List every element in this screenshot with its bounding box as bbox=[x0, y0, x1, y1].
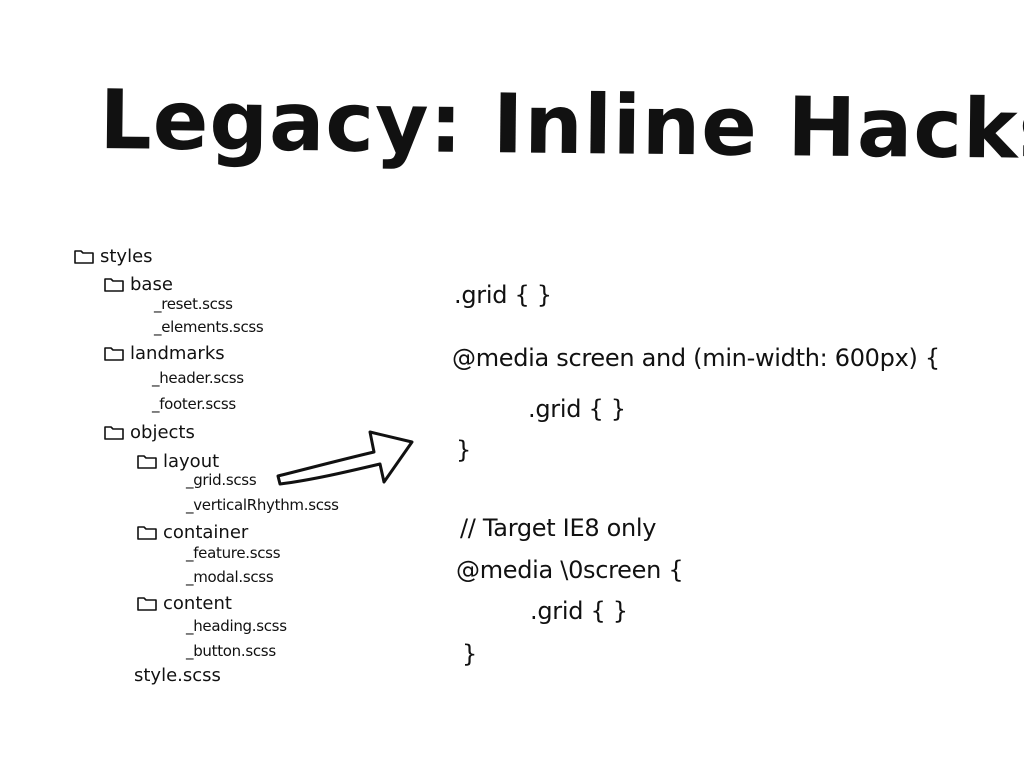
folder-content: content bbox=[137, 593, 232, 614]
file-footer: _footer.scss bbox=[152, 395, 236, 413]
file-tree: styles base _reset.scss _elements.scss l… bbox=[0, 0, 420, 700]
file-vertical-rhythm: _verticalRhythm.scss bbox=[186, 496, 339, 514]
file-grid: _grid.scss bbox=[186, 471, 257, 489]
folder-base: base bbox=[104, 274, 173, 295]
folder-label: base bbox=[130, 274, 173, 295]
file-style: style.scss bbox=[134, 665, 221, 686]
file-elements: _elements.scss bbox=[154, 318, 264, 336]
folder-icon bbox=[137, 525, 157, 540]
folder-label: container bbox=[163, 522, 249, 543]
folder-label: objects bbox=[130, 422, 195, 443]
folder-icon bbox=[104, 277, 124, 292]
folder-label: styles bbox=[100, 246, 153, 267]
code-line: @media \0screen { bbox=[456, 556, 684, 584]
file-header: _header.scss bbox=[152, 369, 244, 387]
code-comment: // Target IE8 only bbox=[460, 514, 657, 542]
folder-icon bbox=[137, 596, 157, 611]
folder-label: landmarks bbox=[130, 343, 225, 364]
file-reset: _reset.scss bbox=[154, 295, 233, 313]
file-button: _button.scss bbox=[186, 642, 276, 660]
code-line: @media screen and (min-width: 600px) { bbox=[452, 344, 940, 372]
file-heading: _heading.scss bbox=[186, 617, 287, 635]
folder-container: container bbox=[137, 522, 248, 543]
folder-styles: styles bbox=[74, 246, 153, 267]
folder-icon bbox=[137, 454, 157, 469]
file-feature: _feature.scss bbox=[186, 544, 281, 562]
folder-landmarks: landmarks bbox=[104, 343, 225, 364]
file-modal: _modal.scss bbox=[186, 568, 274, 586]
arrow-icon bbox=[276, 430, 414, 486]
code-line: } bbox=[456, 436, 471, 464]
folder-icon bbox=[74, 249, 94, 264]
code-line: .grid { } bbox=[528, 395, 626, 423]
folder-label: content bbox=[163, 593, 232, 614]
folder-objects: objects bbox=[104, 422, 195, 443]
folder-layout: layout bbox=[137, 451, 219, 472]
code-line: } bbox=[462, 640, 477, 668]
code-line: .grid { } bbox=[454, 281, 552, 309]
folder-icon bbox=[104, 346, 124, 361]
folder-label: layout bbox=[163, 451, 220, 472]
code-line: .grid { } bbox=[530, 597, 628, 625]
folder-icon bbox=[104, 425, 124, 440]
